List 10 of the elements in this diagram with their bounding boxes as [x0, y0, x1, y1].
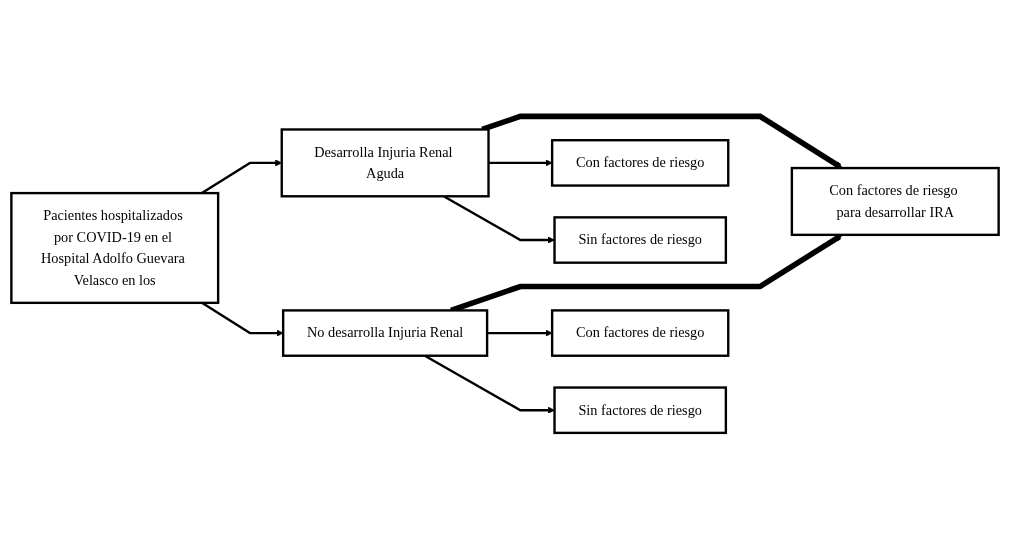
node-box: No desarrolla Injuria Renal: [281, 309, 488, 358]
node-box: Con factores de riesgo: [550, 309, 729, 358]
node-box: Con factores de riesgo para desarrollar IRA: [790, 167, 1000, 237]
node-box: Con factores de riesgo: [550, 139, 729, 188]
node-box: Desarrolla Injuria Renal Aguda: [280, 128, 490, 198]
node-box: Sin factores de riesgo: [552, 386, 727, 435]
arrow: [486, 329, 552, 337]
node-box: Pacientes hospitalizados por COVID-19 en el Hospital Adolfo Guevara Velasco en los: [9, 192, 219, 305]
node-box: Sin factores de riesgo: [552, 216, 727, 265]
arrow: [488, 159, 552, 167]
